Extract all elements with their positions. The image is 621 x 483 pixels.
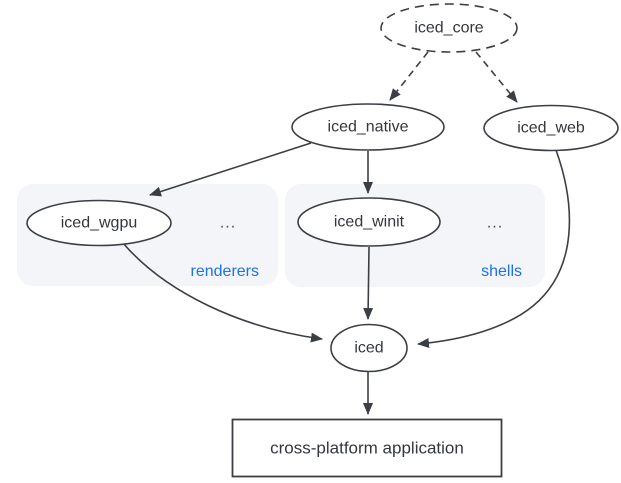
node-iced-native: iced_native bbox=[291, 103, 445, 151]
node-iced-core: iced_core bbox=[380, 3, 518, 53]
node-iced-web: iced_web bbox=[483, 104, 619, 152]
iced-winit-ellipse bbox=[297, 197, 441, 247]
node-cross-platform-application: cross-platform application bbox=[231, 418, 503, 478]
edge-iced-winit-to-iced bbox=[363, 246, 374, 320]
shells-ellipsis: ... bbox=[487, 215, 503, 232]
iced-wgpu-label: iced_wgpu bbox=[61, 215, 138, 232]
edge-iced-wgpu-to-iced bbox=[122, 242, 323, 343]
iced-winit-label: iced_winit bbox=[334, 214, 405, 231]
iced-ellipse bbox=[330, 323, 408, 373]
edge-iced-core-to-iced-web bbox=[475, 51, 518, 103]
edge-iced-core-to-iced-native bbox=[389, 51, 429, 101]
iced-label: iced bbox=[354, 340, 383, 357]
renderers-group-label: renderers bbox=[191, 263, 259, 280]
iced-native-label: iced_native bbox=[328, 119, 409, 136]
node-iced-wgpu: iced_wgpu bbox=[26, 199, 172, 247]
application-rect bbox=[231, 418, 503, 478]
node-iced: iced bbox=[330, 323, 408, 373]
edge-iced-native-to-iced-wgpu bbox=[149, 142, 312, 197]
renderers-ellipsis: ... bbox=[220, 215, 236, 232]
shells-group-label: shells bbox=[481, 263, 522, 280]
iced-web-label: iced_web bbox=[517, 120, 585, 137]
edge-iced-web-to-iced bbox=[417, 149, 571, 349]
iced-web-ellipse bbox=[483, 104, 619, 152]
node-iced-winit: iced_winit bbox=[297, 197, 441, 247]
iced-core-ellipse bbox=[380, 3, 518, 53]
iced-core-label: iced_core bbox=[414, 20, 483, 37]
iced-native-ellipse bbox=[291, 103, 445, 151]
application-label: cross-platform application bbox=[270, 439, 464, 458]
iced-wgpu-ellipse bbox=[26, 199, 172, 247]
